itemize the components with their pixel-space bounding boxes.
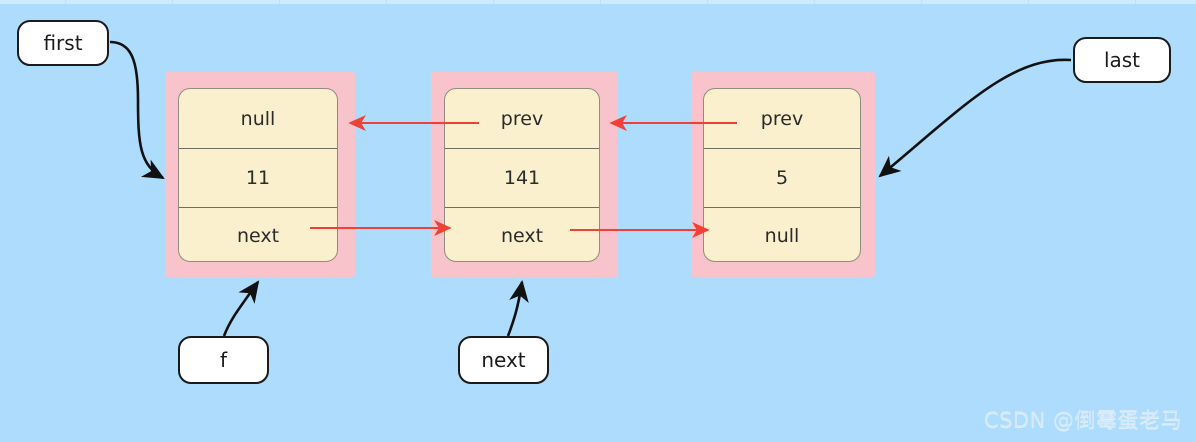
node-1-prev-cell: null xyxy=(179,89,337,148)
node-2-value-cell: 141 xyxy=(445,148,599,207)
watermark: CSDN @倒霉蛋老马 xyxy=(983,408,1182,432)
pointer-label-next-text: next xyxy=(481,348,526,372)
node-2-prev-label: prev xyxy=(500,107,544,130)
node-2-next-label: next xyxy=(500,224,544,247)
pointer-label-last-text: last xyxy=(1103,48,1141,72)
ruler-tick xyxy=(172,0,173,4)
pointer-label-last[interactable]: last xyxy=(1073,37,1171,83)
node-3-value-label: 5 xyxy=(775,167,789,189)
node-3-value-cell: 5 xyxy=(704,148,860,207)
ruler-tick xyxy=(600,0,601,4)
ruler-tick xyxy=(386,0,387,4)
first-pointer-arrow xyxy=(109,40,165,180)
node-2-box: prev 141 next xyxy=(444,88,600,262)
ruler-tick xyxy=(1135,0,1136,4)
ruler-tick xyxy=(1028,0,1029,4)
ruler-tick xyxy=(279,0,280,4)
pointer-label-next[interactable]: next xyxy=(458,336,549,384)
ruler-tick xyxy=(493,0,494,4)
node-2-prev-cell: prev xyxy=(445,89,599,148)
node-1-next-label: next xyxy=(236,224,280,247)
node-1-box: null 11 next xyxy=(178,88,338,262)
pointer-label-f-text: f xyxy=(219,348,228,372)
node-3-next-label: null xyxy=(764,224,800,247)
node-1-wrapper: null 11 next xyxy=(165,72,355,277)
node-3-prev-label: prev xyxy=(760,107,804,130)
node-1-value-label: 11 xyxy=(245,167,271,189)
node-2-next-cell: next xyxy=(445,207,599,261)
pointer-label-first-text: first xyxy=(43,31,83,55)
node-1-next-cell: next xyxy=(179,207,337,261)
node-3-box: prev 5 null xyxy=(703,88,861,262)
pointer-label-f[interactable]: f xyxy=(178,336,269,384)
f-pointer-arrow xyxy=(222,280,260,337)
ruler-tick xyxy=(65,0,66,4)
node-3-prev-cell: prev xyxy=(704,89,860,148)
node-3-wrapper: prev 5 null xyxy=(691,72,875,277)
node-2-value-label: 141 xyxy=(503,167,541,189)
node-2-wrapper: prev 141 next xyxy=(431,72,618,277)
last-pointer-arrow xyxy=(878,58,1072,178)
node-1-prev-label: null xyxy=(240,107,276,130)
ruler-tick xyxy=(921,0,922,4)
pointer-label-first[interactable]: first xyxy=(17,20,109,66)
ruler-tick xyxy=(707,0,708,4)
ruler-tick xyxy=(814,0,815,4)
node-3-next-cell: null xyxy=(704,207,860,261)
next-pointer-arrow xyxy=(506,279,529,337)
top-ruler-band xyxy=(0,0,1196,4)
node-1-value-cell: 11 xyxy=(179,148,337,207)
